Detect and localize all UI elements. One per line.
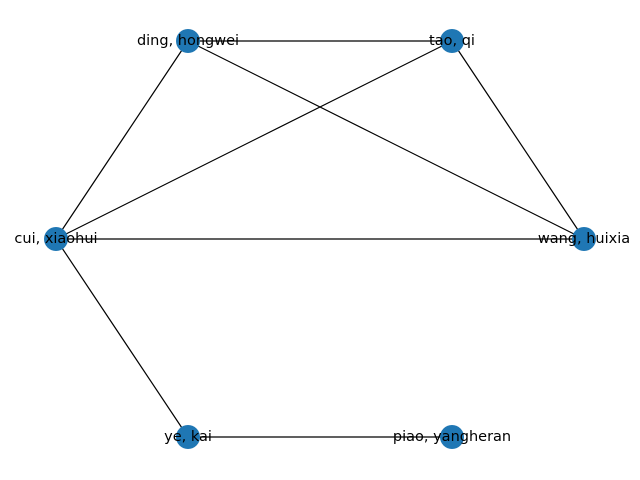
- node-tao: [440, 29, 464, 53]
- node-label-cui: cui, xiaohui: [14, 231, 97, 247]
- edges-layer: [55, 40, 585, 438]
- nodes-layer: [44, 29, 596, 449]
- node-piao: [440, 425, 464, 449]
- node-wang: [572, 227, 596, 251]
- node-label-ye: ye, kai: [164, 429, 212, 445]
- node-ding: [176, 29, 200, 53]
- node-label-wang: wang, huixia: [538, 231, 630, 247]
- node-ye: [176, 425, 200, 449]
- node-label-tao: tao, qi: [429, 33, 475, 49]
- edge-ding-cui: [55, 40, 189, 240]
- edge-tao-wang: [451, 40, 585, 240]
- labels-layer: ding, hongwei tao, qi cui, xiaohui wang, hu…: [14, 33, 630, 445]
- node-cui: [44, 227, 68, 251]
- node-label-ding: ding, hongwei: [137, 33, 239, 49]
- node-label-piao: piao, yangheran: [393, 429, 511, 445]
- edge-ding-wang: [187, 40, 585, 240]
- edge-cui-ye: [55, 238, 189, 438]
- edge-tao-cui: [55, 40, 453, 240]
